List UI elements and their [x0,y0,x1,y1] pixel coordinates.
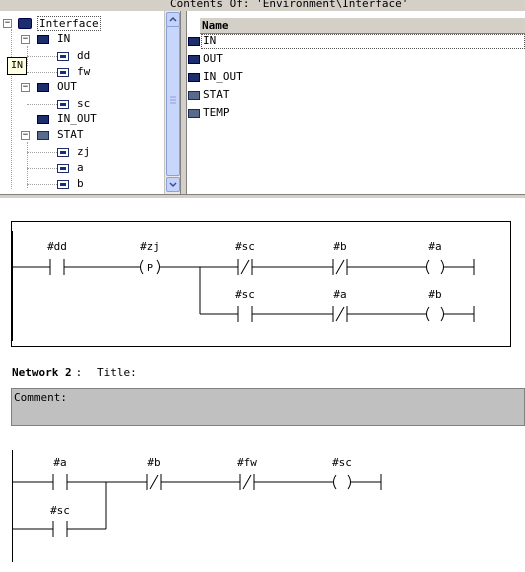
tree-item-sc[interactable]: sc [77,97,91,110]
operand-label[interactable]: #sc [332,456,352,469]
variable-icon [57,164,69,173]
coil-b [426,306,430,322]
operand-label[interactable]: #b [428,288,442,301]
list-item-label: STAT [203,88,230,101]
interface-icon [18,18,32,29]
tree-item-stat[interactable]: STAT [57,128,84,141]
power-rail [12,231,13,341]
block-icon [188,73,200,82]
network-2-title[interactable]: Title: [97,366,137,379]
operand-label[interactable]: #a [333,288,347,301]
grip-icon [170,96,176,104]
list-item-label: OUT [203,52,223,65]
coil-sc [333,474,337,490]
power-rail [12,450,13,562]
operand-label[interactable]: #zj [140,240,160,253]
list-item-label: TEMP [203,106,230,119]
name-column-header[interactable]: Name [200,18,525,34]
contents-title: Contents Of: 'Environment\Interface' [170,0,409,10]
list-item-label: IN_OUT [203,70,243,83]
tree-line [11,29,12,189]
collapse-in-button[interactable]: − [21,34,30,44]
tree-item-interface[interactable]: Interface [37,16,101,31]
tree-line [27,152,57,153]
tree-line [27,168,57,169]
operand-label[interactable]: #dd [47,240,67,253]
operand-label[interactable]: #a [428,240,442,253]
network-2-comment-box[interactable] [11,388,525,426]
block-icon [37,35,49,44]
variable-icon [57,180,69,189]
tree-scrollbar[interactable] [164,11,180,194]
network-2-label: Network 2: [12,366,82,379]
tree-item-in[interactable]: IN [57,32,71,45]
name-column-label: Name [202,19,229,32]
temp-block-icon [188,109,200,118]
operand-label[interactable]: #a [53,456,67,469]
pane-splitter[interactable] [180,11,186,194]
tree-line [27,72,57,73]
coil-p-label: P [147,263,153,274]
tree-item-zj[interactable]: zj [77,145,91,158]
operand-label[interactable]: #b [333,240,347,253]
variable-icon [57,100,69,109]
block-icon [37,115,49,124]
drag-tooltip: IN [7,57,27,75]
tree-item-in-out[interactable]: IN_OUT [57,112,97,125]
block-icon [188,55,200,64]
tree-line [27,142,28,188]
tree-line [27,184,57,185]
operand-label[interactable]: #sc [235,240,255,253]
tree-item-a[interactable]: a [77,161,84,174]
tree-item-out[interactable]: OUT [57,80,77,93]
variable-icon [57,68,69,77]
network-2-colon: : [75,366,83,379]
network-1-box[interactable] [11,221,511,347]
tree-item-dd[interactable]: dd [77,49,91,62]
collapse-stat-button[interactable]: − [21,130,30,140]
scroll-thumb[interactable] [166,26,180,176]
variable-icon [57,52,69,61]
coil-p-zj [140,259,144,275]
operand-label[interactable]: #b [147,456,161,469]
block-icon [37,83,49,92]
static-block-icon [37,131,49,140]
collapse-root-button[interactable]: − [3,18,12,28]
chevron-up-icon [169,16,177,22]
network-2-comment: Comment: [14,391,67,404]
static-block-icon [188,91,200,100]
scroll-down-button[interactable] [166,177,180,192]
tree-line [27,104,57,105]
variable-icon [57,148,69,157]
block-icon [188,37,200,46]
tree-item-b[interactable]: b [77,177,84,190]
panel-border [0,194,525,198]
network-2-name: Network 2 [12,366,72,379]
tree-item-fw[interactable]: fw [77,65,91,78]
list-item-label: IN [203,34,217,47]
operand-label[interactable]: #fw [237,456,257,469]
interface-tree[interactable]: − Interface − IN dd fw − OUT sc IN_OUT −… [0,11,164,194]
contents-list[interactable] [186,11,525,194]
contents-title-bar [0,0,525,11]
operand-label[interactable]: #sc [235,288,255,301]
collapse-out-button[interactable]: − [21,82,30,92]
chevron-down-icon [169,182,177,188]
tree-line [27,56,57,57]
coil-a [426,259,430,275]
operand-label[interactable]: #sc [50,504,70,517]
